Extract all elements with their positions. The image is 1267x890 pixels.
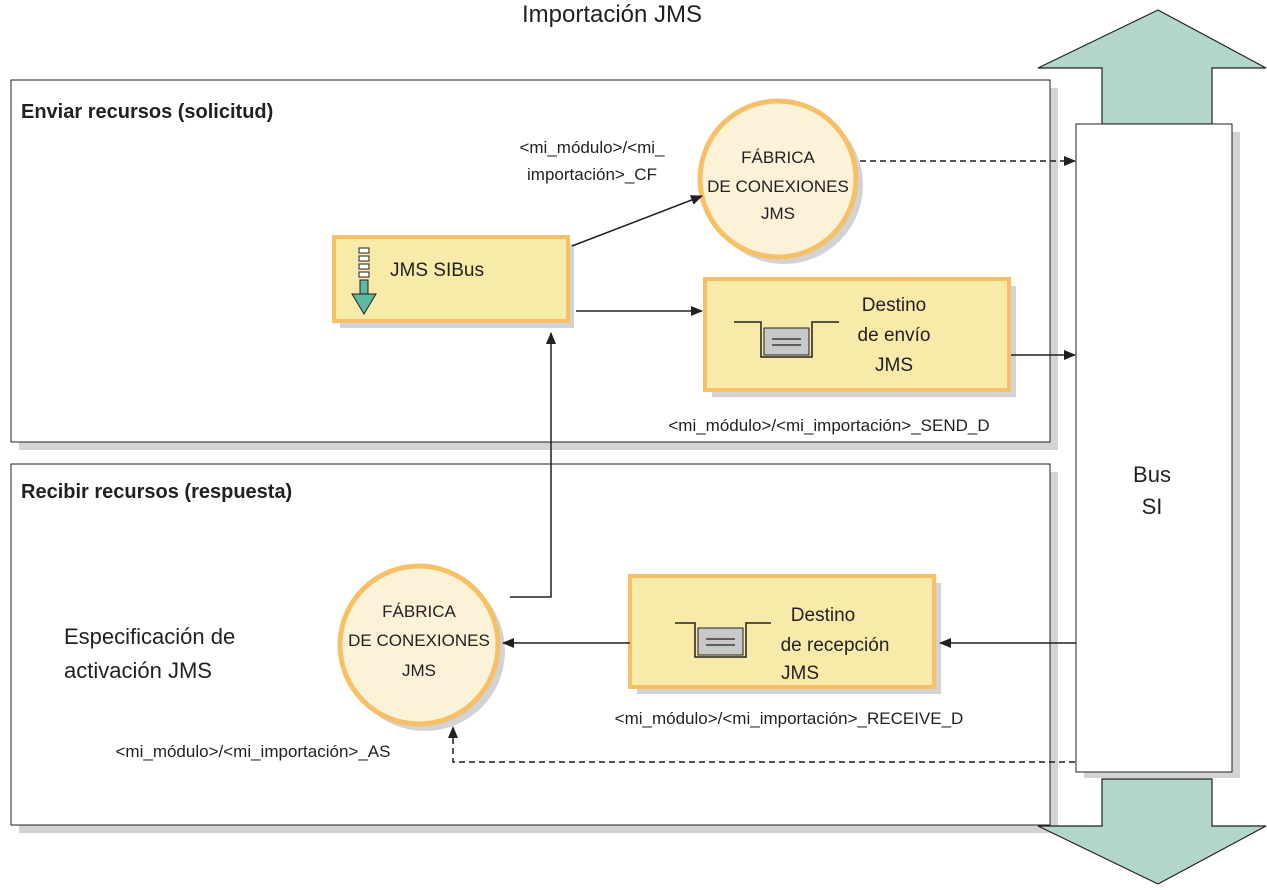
receive-dest-line3: JMS [781,663,819,684]
receive-cf-line2: DE CONEXIONES [348,631,490,650]
sibus-queue-icon [351,247,377,315]
diagram-title: Importación JMS [522,1,702,28]
send-dest-line3: JMS [875,355,913,376]
jms-sibus-box [332,235,574,328]
cf-name-line2: importación>_CF [527,165,657,184]
activation-spec-line1: Especificación de [64,624,235,649]
receive-cf-line1: FÁBRICA [382,602,456,621]
send-dest-line2: de envío [858,325,931,346]
send-section-title: Enviar recursos (solicitud) [21,101,273,123]
receive-dest-line1: Destino [791,605,855,626]
as-id: <mi_módulo>/<mi_importación>_AS [116,742,391,761]
receive-section-title: Recibir recursos (respuesta) [21,481,292,503]
receive-cf-line3: JMS [402,661,436,680]
send-destination-box [703,277,1016,397]
send-destination-queue-icon [734,321,839,358]
send-cf-line2: DE CONEXIONES [707,177,849,196]
receive-cf-to-sibus-arrow [510,332,556,598]
bus-label-line2: SI [1142,494,1163,519]
cf-name-line1: <mi_módulo>/<mi_ [519,138,665,157]
send-cf-line1: FÁBRICA [741,148,815,167]
send-cf-line3: JMS [761,204,795,223]
send-dest-id: <mi_módulo>/<mi_importación>_SEND_D [668,416,989,435]
receive-destination-queue-icon [675,622,771,658]
sibus-label: JMS SIBus [390,260,484,281]
send-connection-factory-circle [697,98,863,264]
receive-dest-id: <mi_módulo>/<mi_importación>_RECEIVE_D [615,709,964,728]
receive-connection-factory-circle [337,563,505,731]
activation-spec-line2: activación JMS [64,658,212,683]
bus-to-as-dashed-arrow [448,726,1075,763]
sibus-to-send-cf-arrow [571,195,703,247]
bus-label-line1: Bus [1133,462,1171,487]
si-bus [1037,9,1267,885]
send-dest-line1: Destino [862,295,926,316]
receive-dest-line2: de recepción [781,635,890,656]
receive-destination-box [628,574,941,694]
